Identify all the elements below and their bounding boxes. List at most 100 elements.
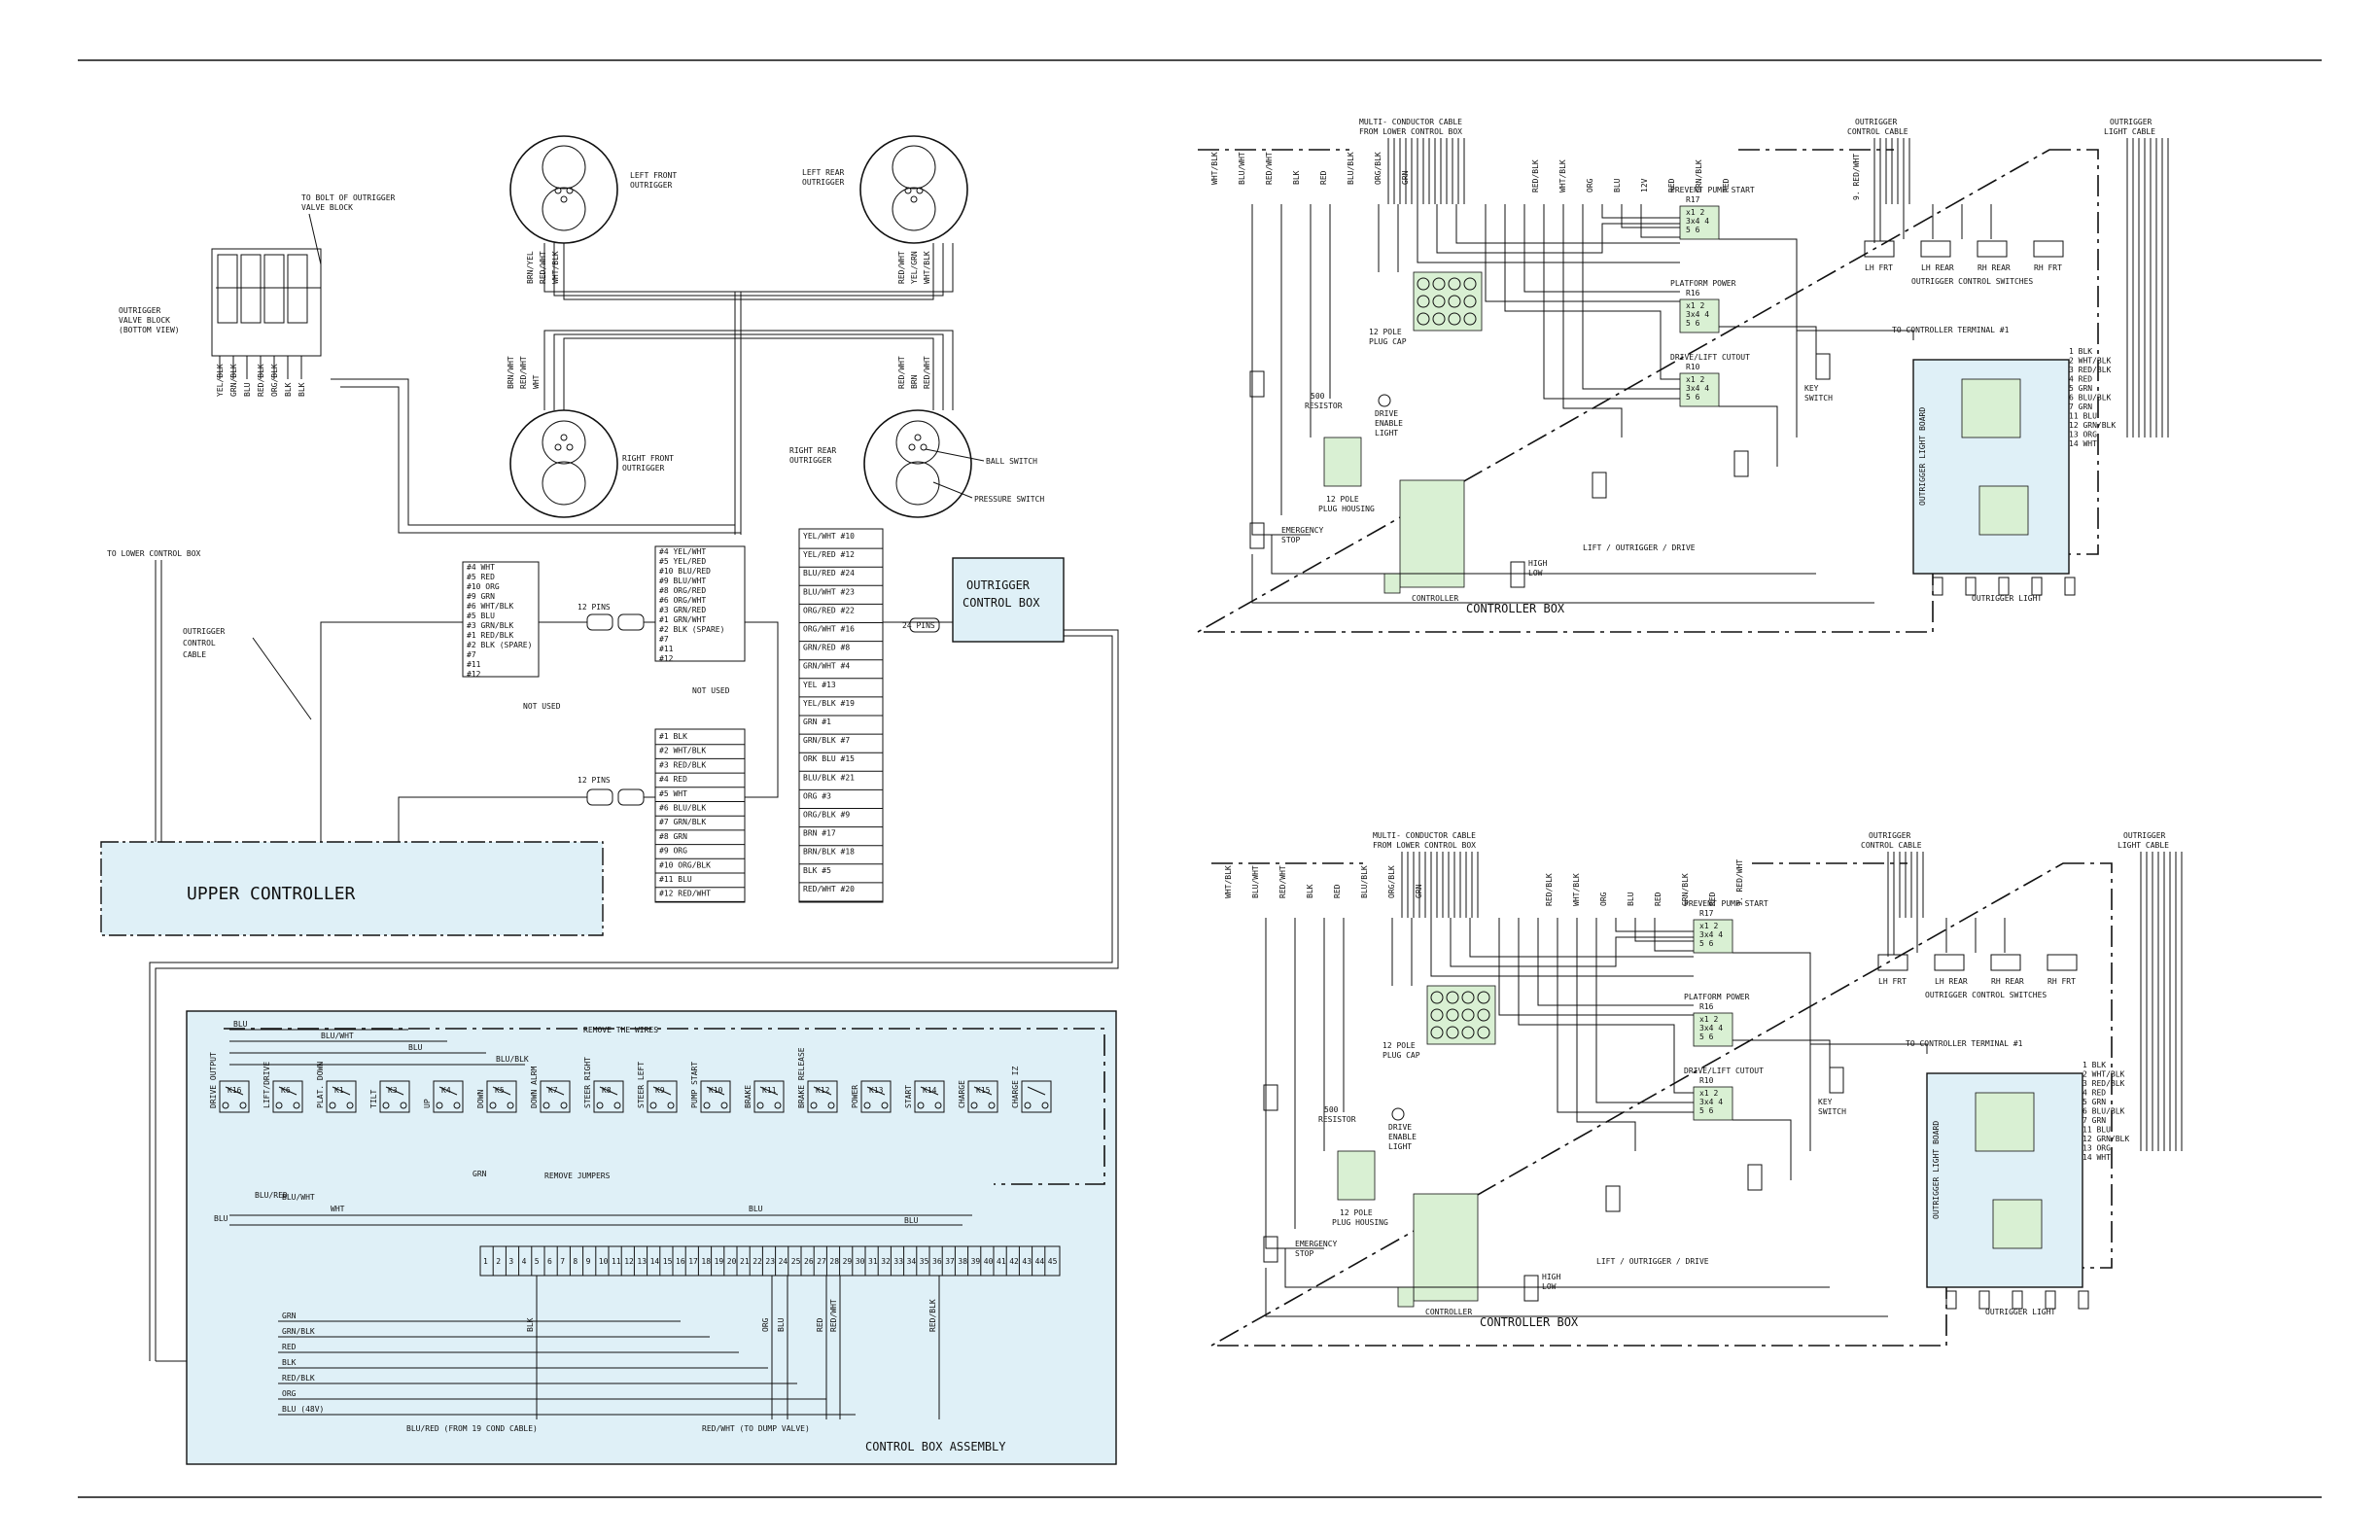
valve-wire-label: BLU xyxy=(243,382,252,397)
relay-label: STEER LEFT xyxy=(637,1062,646,1108)
conn-24-row: BRN #17 xyxy=(803,829,836,838)
relay-id: R16 xyxy=(1699,1002,1714,1011)
valve-wire-label: GRN/BLK xyxy=(229,364,238,397)
terminal-number: 33 xyxy=(893,1257,903,1266)
relay-label: UP xyxy=(423,1099,432,1108)
upper-controller: UPPER CONTROLLER xyxy=(100,841,604,936)
controller-wire-label: 9. RED/WHT xyxy=(1852,154,1861,200)
terminal-number: 25 xyxy=(791,1257,801,1266)
relay-id: R17 xyxy=(1699,909,1714,918)
relay-label: PREVENT PUMP START xyxy=(1684,899,1768,908)
outrigger-switch-label: RH REAR xyxy=(1978,263,2011,272)
conn-a-row: #2 BLK (SPARE) xyxy=(467,641,532,649)
switch xyxy=(1263,1084,1278,1111)
conn-b-row: #11 xyxy=(659,645,674,653)
controller-wire-label: RED xyxy=(1667,178,1676,192)
relay xyxy=(967,1080,998,1113)
switches-caption: OUTRIGGER CONTROL SWITCHES xyxy=(1911,277,2033,286)
terminal-number: 31 xyxy=(868,1257,878,1266)
controller-wire-label: 12V xyxy=(1640,178,1649,192)
outrigger-light-lamp xyxy=(1978,1290,1990,1310)
terminal-number: 5 xyxy=(535,1257,540,1266)
cb-wire-label: BLU/RED xyxy=(255,1191,288,1200)
controller-terminal xyxy=(1383,573,1401,594)
terminal-number: 11 xyxy=(612,1257,621,1266)
outrigger-light-lamp xyxy=(2064,577,2076,596)
svg-text:OUTRIGGER: OUTRIGGER xyxy=(183,627,226,636)
relay-pin: x1 2 xyxy=(1699,922,1718,930)
light-pin-label: 12 GRN/BLK xyxy=(2082,1135,2129,1143)
relay xyxy=(1693,1012,1733,1047)
relay-id: K14 xyxy=(923,1086,937,1095)
key-switch xyxy=(1815,353,1831,380)
light-pin-label: 1 BLK xyxy=(2082,1061,2106,1069)
terminal-number: 6 xyxy=(547,1257,552,1266)
light-pin-label: 6 BLU/BLK xyxy=(2069,394,2112,402)
key-switch-label: KEY xyxy=(1804,384,1819,393)
conn-a-row: #9 GRN xyxy=(467,592,495,601)
emergency-stop-label: STOP xyxy=(1295,1249,1313,1258)
terminal-number: 22 xyxy=(752,1257,762,1266)
conn-b-row: #6 ORG/WHT xyxy=(659,596,706,605)
relay xyxy=(379,1080,410,1113)
controller-wire-label: GRN/BLK xyxy=(1695,159,1703,192)
svg-text:RIGHT FRONT: RIGHT FRONT xyxy=(622,454,674,463)
controller-wire-label: BLU/BLK xyxy=(1347,152,1355,185)
terminal-number: 41 xyxy=(997,1257,1006,1266)
drive-enable-label: LIGHT xyxy=(1388,1142,1412,1151)
relay-id: K8 xyxy=(602,1086,612,1095)
plug-housing-label: 12 POLE xyxy=(1340,1208,1373,1217)
relay-label: CHARGE IZ xyxy=(1011,1066,1020,1108)
controller-wire-label: GRN xyxy=(1415,884,1423,898)
terminal-number: 3 xyxy=(508,1257,513,1266)
terminal-number: 9 xyxy=(586,1257,591,1266)
plug-cap-label: PLUG CAP xyxy=(1382,1051,1420,1060)
key-switch-label: SWITCH xyxy=(1818,1107,1846,1116)
terminal-number: 13 xyxy=(637,1257,647,1266)
conn-c-row: #6 BLU/BLK xyxy=(659,804,706,813)
terminal-number: 12 xyxy=(624,1257,634,1266)
high-low-switch xyxy=(1510,561,1525,588)
controller-wire-label: BLU xyxy=(1613,178,1622,192)
relay-label: PLAT. DOWN xyxy=(316,1062,325,1108)
svg-text:CABLE: CABLE xyxy=(183,650,206,659)
terminal-number: 4 xyxy=(522,1257,527,1266)
conn-c-row: #5 WHT xyxy=(659,789,687,798)
conn-b-row: #2 BLK (SPARE) xyxy=(659,625,724,634)
outrigger-light-lamp xyxy=(2031,577,2043,596)
relay-id: K7 xyxy=(548,1086,558,1095)
terminal-number: 18 xyxy=(701,1257,711,1266)
relay-pin: 3x4 4 xyxy=(1686,310,1709,319)
relay xyxy=(1679,372,1720,407)
controller-wire-label: BLK xyxy=(1306,884,1314,898)
controller-wire-label: BLU xyxy=(1627,892,1635,906)
resistor-label: RESISTOR xyxy=(1318,1115,1356,1124)
controller-wire-label: ORG/BLK xyxy=(1387,865,1396,898)
resistor-label: 500 xyxy=(1324,1105,1339,1114)
to-terminal-label: TO CONTROLLER TERMINAL #1 xyxy=(1906,1039,2023,1048)
svg-text:CONTROL BOX: CONTROL BOX xyxy=(962,596,1040,610)
relay-id: K12 xyxy=(816,1086,830,1095)
light-board-label: OUTRIGGER LIGHT BOARD xyxy=(1918,407,1927,506)
plug-cap-label: 12 POLE xyxy=(1369,328,1402,336)
cb-wire-label: BLK xyxy=(282,1358,297,1367)
connector-c: #1 BLK#2 WHT/BLK#3 RED/BLK#4 RED#5 WHT#6… xyxy=(654,728,746,903)
cb-wire-label: BLU xyxy=(214,1214,228,1223)
relay-label: DOWN ALRM xyxy=(530,1066,539,1108)
terminal-number: 39 xyxy=(971,1257,981,1266)
plug-housing-label: PLUG HOUSING xyxy=(1318,505,1375,513)
relay-pin: x1 2 xyxy=(1686,301,1704,310)
outrigger-switch xyxy=(2033,240,2064,258)
svg-text:TO LOWER CONTROL BOX: TO LOWER CONTROL BOX xyxy=(107,549,201,558)
valve-wire-label: YEL/BLK xyxy=(216,364,225,397)
relay-id: K13 xyxy=(869,1086,884,1095)
controller-wire-label: WHT/BLK xyxy=(1210,152,1219,185)
relay xyxy=(433,1080,464,1113)
controller-wire-label: ORG xyxy=(1586,178,1594,192)
controller-wire-label: RED xyxy=(1333,884,1342,898)
relay-label: START xyxy=(904,1085,913,1108)
conn-c-row: #9 ORG xyxy=(659,847,687,856)
light-board-connector xyxy=(1978,485,2029,536)
svg-text:CONTROL: CONTROL xyxy=(183,639,216,648)
rf-wire-label: RED/WHT xyxy=(519,356,528,389)
